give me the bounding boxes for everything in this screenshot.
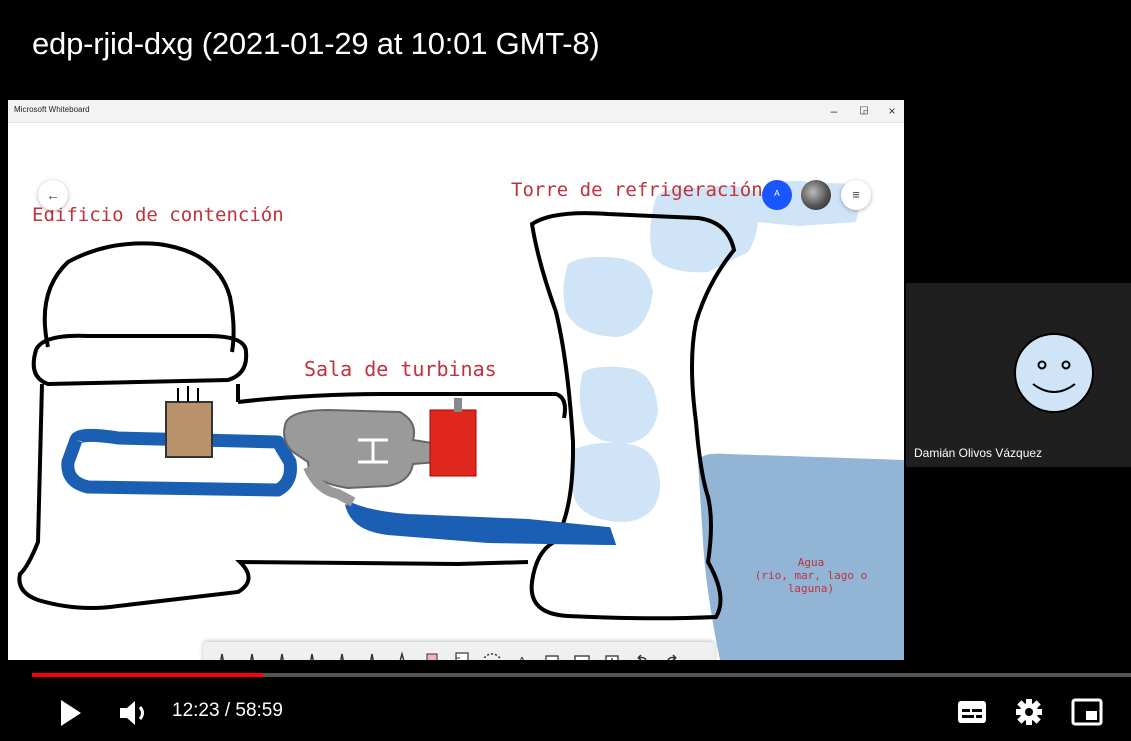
pen-orange-icon[interactable] <box>269 648 295 660</box>
cloud-mid <box>563 257 653 337</box>
whiteboard-toolbar: A <box>203 642 715 660</box>
label-agua-line2: (rio, mar, lago o laguna) <box>736 569 886 595</box>
subtitles-icon <box>957 698 987 726</box>
pen-cyan-icon[interactable] <box>359 648 385 660</box>
pen-purple-icon[interactable] <box>329 648 355 660</box>
pencil-icon[interactable] <box>389 648 415 660</box>
restore-button[interactable]: ◲ <box>854 102 874 120</box>
settings-button[interactable] <box>1015 698 1043 726</box>
play-button[interactable] <box>58 698 84 728</box>
user-button[interactable]: ᴬ <box>762 180 792 210</box>
pipe-lower <box>348 504 612 542</box>
close-button[interactable]: × <box>882 102 902 120</box>
pen-black-icon[interactable] <box>209 648 235 660</box>
text-icon[interactable]: A <box>509 648 535 660</box>
ruler-icon[interactable] <box>449 648 475 660</box>
time-current: 12:23 <box>172 700 220 721</box>
pen-teal-icon[interactable] <box>299 648 325 660</box>
label-edificio: Edificio de contención <box>32 204 284 226</box>
generator <box>430 410 476 476</box>
menu-button[interactable]: ≡ <box>841 180 871 210</box>
image-icon[interactable] <box>569 648 595 660</box>
moon-avatar-button[interactable] <box>801 180 831 210</box>
cloud-low-1 <box>580 367 658 444</box>
time-separator: / <box>220 700 236 721</box>
label-torre: Torre de refrigeración <box>511 179 763 201</box>
pen-red-icon[interactable] <box>239 648 265 660</box>
containment-ring <box>34 336 246 384</box>
cloud-low-2 <box>570 443 660 522</box>
label-agua-line1: Agua <box>736 556 886 569</box>
miniplayer-button[interactable] <box>1071 698 1103 726</box>
label-sala: Sala de turbinas <box>304 357 497 381</box>
control-rods <box>178 386 198 402</box>
window-title: Microsoft Whiteboard <box>14 105 90 114</box>
insert-icon[interactable] <box>599 648 625 660</box>
volume-icon <box>118 698 152 728</box>
subtitles-button[interactable] <box>957 698 987 726</box>
user-icon: ᴬ <box>774 188 779 202</box>
redo-icon[interactable] <box>659 648 685 660</box>
miniplayer-icon <box>1071 698 1103 726</box>
time-total: 58:59 <box>235 700 283 721</box>
time-display: 12:23 / 58:59 <box>172 700 283 722</box>
participant-tile: Damián Olivos Vázquez <box>906 283 1131 467</box>
highlighter-icon[interactable] <box>419 648 445 660</box>
generator-terminal <box>454 398 462 412</box>
window-titlebar: Microsoft Whiteboard – ◲ × <box>8 100 904 123</box>
volume-button[interactable] <box>118 698 152 728</box>
progress-bar[interactable] <box>32 673 1131 677</box>
participant-name: Damián Olivos Vázquez <box>914 446 1042 460</box>
undo-icon[interactable] <box>629 648 655 660</box>
smiley-avatar-icon <box>1013 332 1095 414</box>
play-icon <box>58 698 84 728</box>
video-title: edp-rjid-dxg (2021-01-29 at 10:01 GMT-8) <box>32 26 600 62</box>
minimize-button[interactable]: – <box>824 102 844 120</box>
back-arrow-icon: ← <box>46 187 60 203</box>
whiteboard-window: Microsoft Whiteboard – ◲ × <box>8 100 904 660</box>
reactor-core <box>166 402 212 457</box>
label-agua: Agua (rio, mar, lago o laguna) <box>736 556 886 595</box>
lasso-icon[interactable] <box>479 648 505 660</box>
progress-played <box>32 673 263 677</box>
whiteboard-canvas[interactable]: Edificio de contención Torre de refriger… <box>8 122 904 660</box>
back-button[interactable]: ← <box>38 180 68 210</box>
settings-icon <box>1015 698 1043 726</box>
menu-icon: ≡ <box>852 187 860 202</box>
note-icon[interactable] <box>539 648 565 660</box>
